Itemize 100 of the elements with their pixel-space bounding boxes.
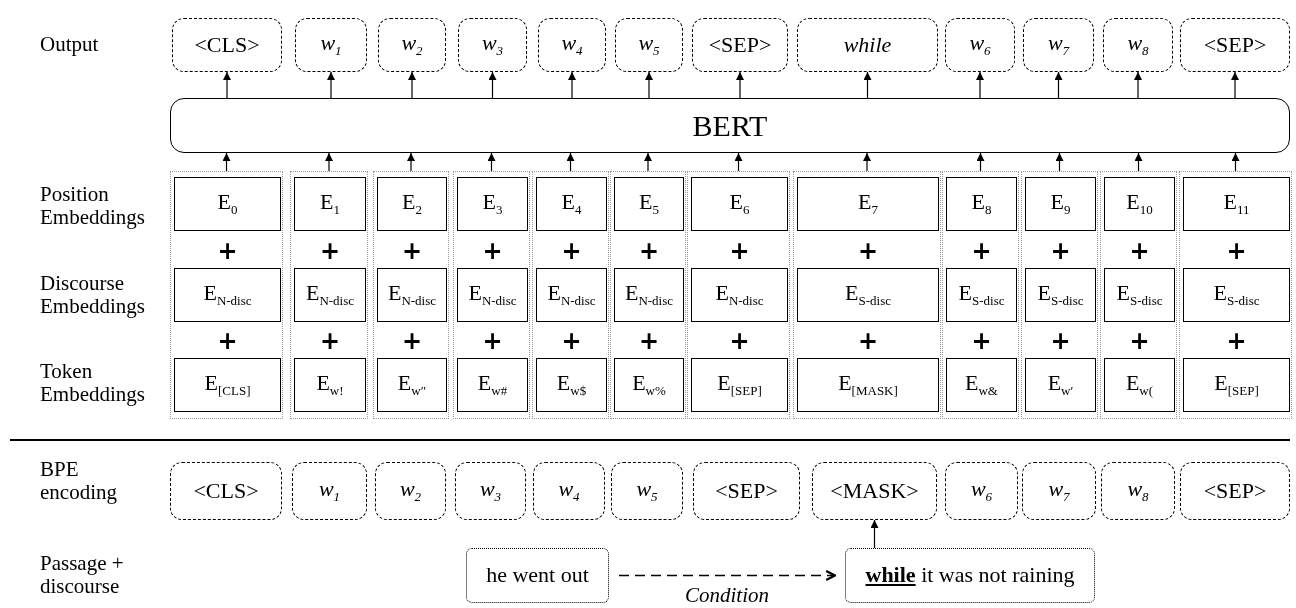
arrow <box>223 71 231 99</box>
bpe-token-box: w$_{6}$ <box>945 462 1018 520</box>
plus-sign: + <box>1225 329 1248 353</box>
position-embedding-box: E$_{5}$ <box>614 177 684 231</box>
bpe-token-box: w$_{3}$ <box>455 462 526 520</box>
bpe-token-box: <CLS> <box>170 462 282 520</box>
arrow <box>1054 71 1063 99</box>
token-embedding-box: E$_{w(}$ <box>1104 358 1175 412</box>
arrow <box>645 71 653 99</box>
position-embedding-box: E$_{1}$ <box>294 177 366 231</box>
output-token-box: w$_{8}$ <box>1103 18 1173 72</box>
embedding-column <box>373 171 449 419</box>
arrow <box>327 71 335 99</box>
arrow <box>568 71 576 99</box>
arrow <box>566 152 575 172</box>
plus-sign: + <box>318 329 342 353</box>
plus-sign: + <box>1128 329 1151 353</box>
output-token-box: <CLS> <box>172 18 282 72</box>
embedding-column <box>170 171 283 419</box>
discourse-embedding-box: E$_{S-disc}$ <box>1104 268 1175 322</box>
discourse-embedding-box: E$_{S-disc}$ <box>1183 268 1290 322</box>
bpe-token-box: w$_{5}$ <box>611 462 683 520</box>
clause-box: he went out <box>466 548 609 603</box>
row-label: Passage + discourse <box>40 552 125 599</box>
embedding-column <box>532 171 609 419</box>
token-embedding-box: E$_{w″}$ <box>377 358 447 412</box>
position-embedding-box: E$_{0}$ <box>174 177 281 231</box>
plus-sign: + <box>856 329 880 353</box>
row-label: BPE encoding <box>40 458 118 505</box>
bpe-token-box: <SEP> <box>1180 462 1290 520</box>
position-embedding-box: E$_{10}$ <box>1104 177 1175 231</box>
row-label: Output <box>40 33 100 57</box>
plus-sign: + <box>481 239 504 263</box>
embedding-column <box>1179 171 1292 419</box>
arrow <box>734 152 743 172</box>
output-token-box: w$_{6}$ <box>945 18 1015 72</box>
plus-sign: + <box>637 329 661 353</box>
plus-sign: + <box>1128 239 1151 263</box>
plus-sign: + <box>400 329 424 353</box>
token-embedding-box: E$_{[CLS]}$ <box>174 358 281 412</box>
discourse-embedding-box: E$_{N-disc}$ <box>294 268 366 322</box>
position-embedding-box: E$_{4}$ <box>536 177 607 231</box>
output-token-box: w$_{3}$ <box>458 18 527 72</box>
clause-box: while it was not raining <box>845 548 1095 603</box>
embedding-column <box>290 171 368 419</box>
token-embedding-box: E$_{w′}$ <box>1025 358 1096 412</box>
position-embedding-box: E$_{3}$ <box>457 177 528 231</box>
embedding-column <box>1100 171 1177 419</box>
discourse-embedding-box: E$_{N-disc}$ <box>457 268 528 322</box>
output-token-box: w$_{1}$ <box>295 18 367 72</box>
embedding-column <box>1021 171 1098 419</box>
discourse-embedding-box: E$_{N-disc}$ <box>174 268 281 322</box>
arrow <box>1231 152 1240 172</box>
plus-sign: + <box>560 329 583 353</box>
token-embedding-box: E$_{[MASK]}$ <box>797 358 939 412</box>
embedding-column <box>942 171 1019 419</box>
arrow <box>644 152 652 172</box>
arrow <box>222 152 231 172</box>
plus-sign: + <box>318 239 342 263</box>
discourse-embedding-box: E$_{N-disc}$ <box>691 268 788 322</box>
arrow <box>976 152 985 172</box>
plus-sign: + <box>216 239 239 263</box>
arrow <box>1055 152 1064 172</box>
plus-sign: + <box>1049 329 1072 353</box>
arrow <box>976 71 984 99</box>
plus-sign: + <box>1049 239 1072 263</box>
discourse-embedding-box: E$_{S-disc}$ <box>946 268 1017 322</box>
bpe-token-box: w$_{4}$ <box>533 462 605 520</box>
plus-sign: + <box>970 239 993 263</box>
discourse-embedding-box: E$_{N-disc}$ <box>614 268 684 322</box>
arrow <box>1134 71 1142 99</box>
bpe-token-box: w$_{7}$ <box>1022 462 1096 520</box>
plus-sign: + <box>728 239 751 263</box>
position-embedding-box: E$_{7}$ <box>797 177 939 231</box>
token-embedding-box: E$_{[SEP]}$ <box>691 358 788 412</box>
embedding-column <box>793 171 941 419</box>
arrow <box>408 71 416 99</box>
token-embedding-box: E$_{w#}$ <box>457 358 528 412</box>
plus-sign: + <box>560 239 583 263</box>
output-token-box: w$_{4}$ <box>538 18 606 72</box>
model-box: BERT <box>170 98 1290 153</box>
arrow <box>870 519 879 549</box>
arrow <box>1231 71 1239 99</box>
row-label: Position Embeddings <box>40 183 146 230</box>
row-label: Token Embeddings <box>40 360 146 407</box>
position-embedding-box: E$_{2}$ <box>377 177 447 231</box>
discourse-embedding-box: E$_{S-disc}$ <box>1025 268 1096 322</box>
discourse-embedding-box: E$_{N-disc}$ <box>377 268 447 322</box>
position-embedding-box: E$_{9}$ <box>1025 177 1096 231</box>
bpe-token-box: w$_{1}$ <box>292 462 367 520</box>
bpe-token-box: w$_{2}$ <box>375 462 446 520</box>
plus-sign: + <box>637 239 661 263</box>
bpe-token-box: w$_{8}$ <box>1101 462 1175 520</box>
output-token-box: <SEP> <box>692 18 788 72</box>
embedding-column <box>687 171 790 419</box>
embedding-column <box>610 171 686 419</box>
token-embedding-box: E$_{w%}$ <box>614 358 684 412</box>
output-token-box: while <box>797 18 938 72</box>
output-token-box: w$_{5}$ <box>615 18 683 72</box>
output-token-box: w$_{7}$ <box>1023 18 1094 72</box>
